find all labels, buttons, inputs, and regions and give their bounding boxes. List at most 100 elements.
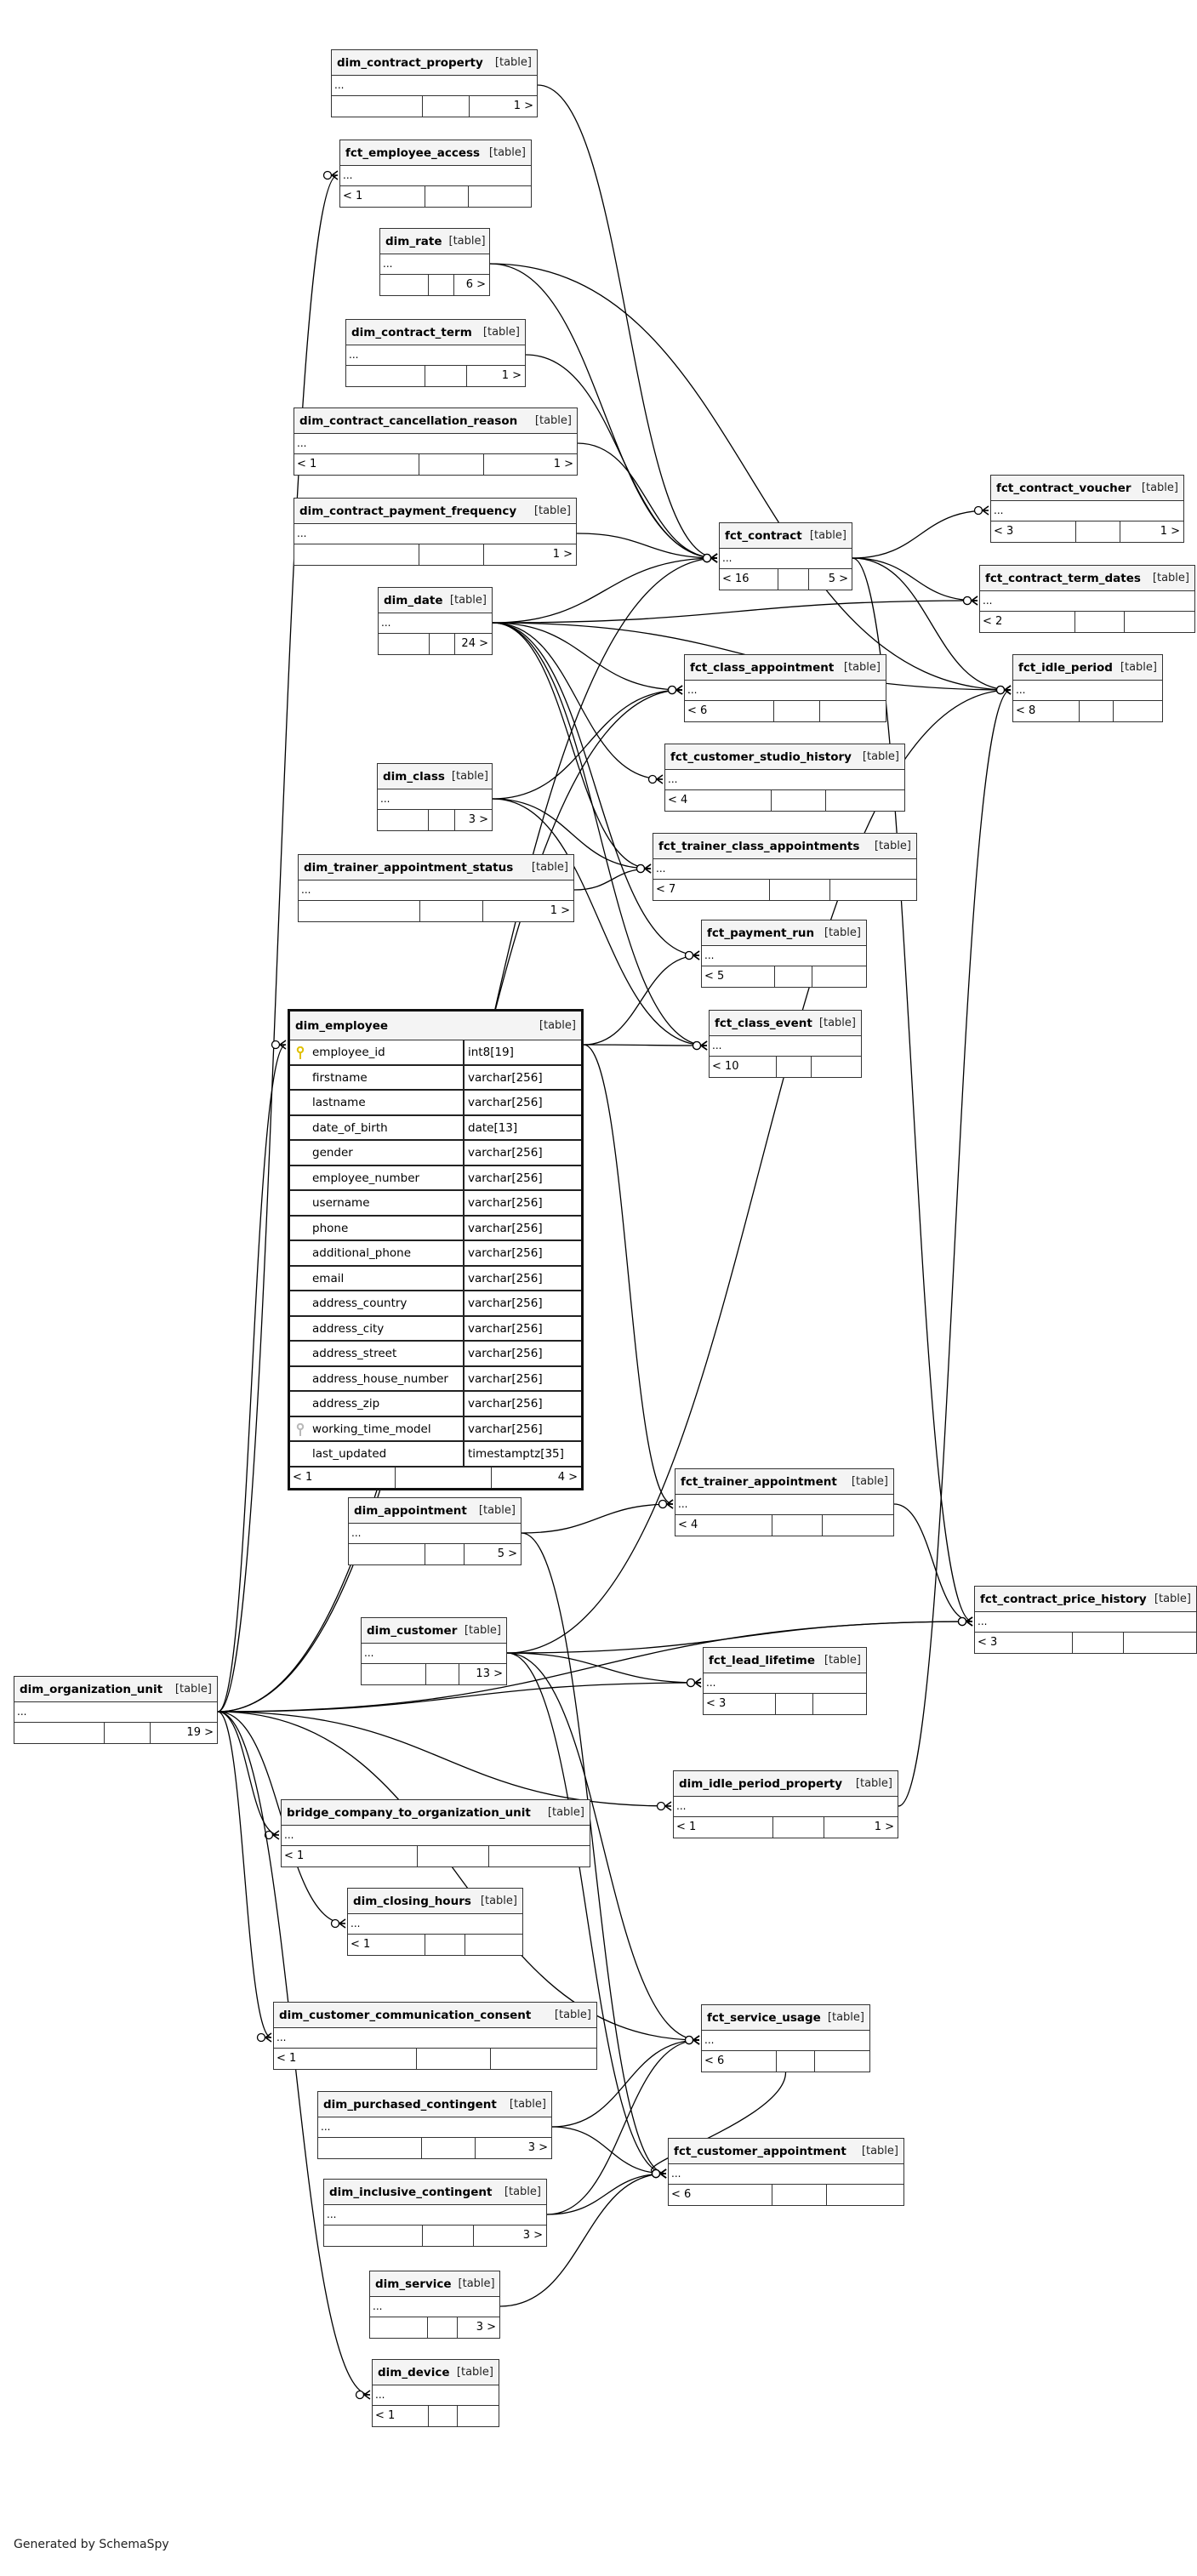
table-fct-customer-studio-history[interactable]: fct_customer_studio_history[table]...< 4 <box>664 744 905 812</box>
children-count[interactable]: < 1 <box>297 458 317 470</box>
table-columns-collapsed[interactable]: ... <box>991 501 1183 521</box>
parents-count[interactable]: 13 > <box>458 1664 506 1684</box>
table-columns-collapsed[interactable]: ... <box>653 859 916 880</box>
table-columns-collapsed[interactable]: ... <box>318 2117 551 2138</box>
table-columns-collapsed[interactable]: ... <box>980 591 1194 612</box>
table-columns-collapsed[interactable]: ... <box>14 1702 217 1723</box>
parents-count[interactable]: 5 > <box>464 1544 521 1564</box>
parents-count[interactable]: 1 > <box>1120 521 1183 542</box>
children-count[interactable] <box>379 634 429 654</box>
parents-count[interactable] <box>813 2051 869 2072</box>
parents-count[interactable]: 4 > <box>490 1467 581 1488</box>
parents-count[interactable]: 6 > <box>453 275 489 295</box>
parents-count[interactable] <box>829 880 916 900</box>
children-count[interactable] <box>332 96 422 117</box>
table-fct-employee-access[interactable]: fct_employee_access[table]...< 1 <box>339 140 532 208</box>
table-columns-collapsed[interactable]: ... <box>674 1797 898 1817</box>
children-count[interactable]: < 1 <box>676 1821 697 1833</box>
children-count[interactable] <box>362 1664 425 1684</box>
table-columns-collapsed[interactable]: ... <box>362 1644 506 1664</box>
parents-count[interactable] <box>812 1694 866 1714</box>
children-count[interactable]: < 3 <box>706 1697 727 1710</box>
table-dim-service[interactable]: dim_service[table]...3 > <box>369 2271 500 2339</box>
table-columns-collapsed[interactable]: ... <box>720 549 852 569</box>
table-columns-collapsed[interactable]: ... <box>282 1826 590 1846</box>
children-count[interactable] <box>318 2138 421 2158</box>
children-count[interactable]: < 1 <box>276 2052 297 2065</box>
parents-count[interactable]: 3 > <box>474 2138 551 2158</box>
children-count[interactable]: < 10 <box>712 1060 739 1073</box>
parents-count[interactable] <box>819 701 886 721</box>
parents-count[interactable]: 1 > <box>469 96 537 117</box>
children-count[interactable]: < 3 <box>994 525 1014 538</box>
table-dim-rate[interactable]: dim_rate[table]...6 > <box>379 228 490 296</box>
table-fct-class-appointment[interactable]: fct_class_appointment[table]...< 6 <box>684 654 886 722</box>
table-columns-collapsed[interactable]: ... <box>378 789 492 810</box>
table-columns-collapsed[interactable]: ... <box>346 345 525 366</box>
table-columns-collapsed[interactable]: ... <box>348 1914 522 1935</box>
parents-count[interactable] <box>487 1846 590 1866</box>
children-count[interactable]: < 5 <box>704 970 725 983</box>
table-dim-contract-cancellation-reason[interactable]: dim_contract_cancellation_reason[table].… <box>294 407 578 476</box>
parents-count[interactable] <box>1113 701 1162 721</box>
table-columns-collapsed[interactable]: ... <box>975 1612 1196 1633</box>
table-columns-collapsed[interactable]: ... <box>373 2385 499 2406</box>
table-fct-payment-run[interactable]: fct_payment_run[table]...< 5 <box>701 920 867 988</box>
parents-count[interactable] <box>825 790 904 811</box>
table-fct-trainer-appointment[interactable]: fct_trainer_appointment[table]...< 4 <box>675 1468 894 1536</box>
children-count[interactable]: < 3 <box>978 1636 998 1649</box>
children-count[interactable]: < 2 <box>983 615 1003 628</box>
table-columns-collapsed[interactable]: ... <box>685 681 886 701</box>
table-dim-contract-property[interactable]: dim_contract_property[table]...1 > <box>331 49 538 117</box>
table-columns-collapsed[interactable]: ... <box>324 2205 546 2226</box>
table-fct-idle-period[interactable]: fct_idle_period[table]...< 8 <box>1012 654 1163 722</box>
children-count[interactable] <box>324 2226 422 2246</box>
children-count[interactable] <box>14 1723 104 1743</box>
table-dim-date[interactable]: dim_date[table]...24 > <box>378 587 493 655</box>
table-dim-appointment[interactable]: dim_appointment[table]...5 > <box>348 1497 522 1565</box>
table-dim-contract-payment-frequency[interactable]: dim_contract_payment_frequency[table]...… <box>294 498 577 566</box>
children-count[interactable]: < 4 <box>678 1519 698 1531</box>
table-dim-organization-unit[interactable]: dim_organization_unit[table]...19 > <box>14 1676 218 1744</box>
children-count[interactable] <box>346 366 425 386</box>
children-count[interactable]: < 1 <box>343 190 363 202</box>
table-columns-collapsed[interactable]: ... <box>702 2031 869 2051</box>
children-count[interactable]: < 6 <box>704 2055 725 2067</box>
table-fct-contract-term-dates[interactable]: fct_contract_term_dates[table]...< 2 <box>979 565 1195 633</box>
children-count[interactable] <box>294 544 419 565</box>
table-dim-customer[interactable]: dim_customer[table]...13 > <box>361 1617 507 1685</box>
table-columns-collapsed[interactable]: ... <box>665 770 904 790</box>
table-columns-collapsed[interactable]: ... <box>380 254 489 275</box>
children-count[interactable] <box>370 2317 427 2338</box>
table-fct-contract-price-history[interactable]: fct_contract_price_history[table]...< 3 <box>974 1586 1197 1654</box>
parents-count[interactable] <box>468 186 531 207</box>
table-dim-device[interactable]: dim_device[table]...< 1 <box>372 2359 499 2427</box>
table-columns-collapsed[interactable]: ... <box>704 1673 866 1694</box>
parents-count[interactable]: 1 > <box>482 544 576 565</box>
parents-count[interactable]: 1 > <box>824 1817 898 1838</box>
parents-count[interactable] <box>1123 612 1194 632</box>
table-columns-collapsed[interactable]: ... <box>669 2164 903 2185</box>
table-fct-lead-lifetime[interactable]: fct_lead_lifetime[table]...< 3 <box>703 1647 867 1715</box>
children-count[interactable]: < 6 <box>687 704 708 717</box>
table-columns-collapsed[interactable]: ... <box>294 524 576 544</box>
table-columns-collapsed[interactable]: ... <box>370 2297 499 2317</box>
parents-count[interactable]: 1 > <box>483 454 577 475</box>
parents-count[interactable]: 1 > <box>465 366 525 386</box>
table-columns-collapsed[interactable]: ... <box>274 2028 596 2049</box>
table-fct-class-event[interactable]: fct_class_event[table]...< 10 <box>709 1010 862 1078</box>
